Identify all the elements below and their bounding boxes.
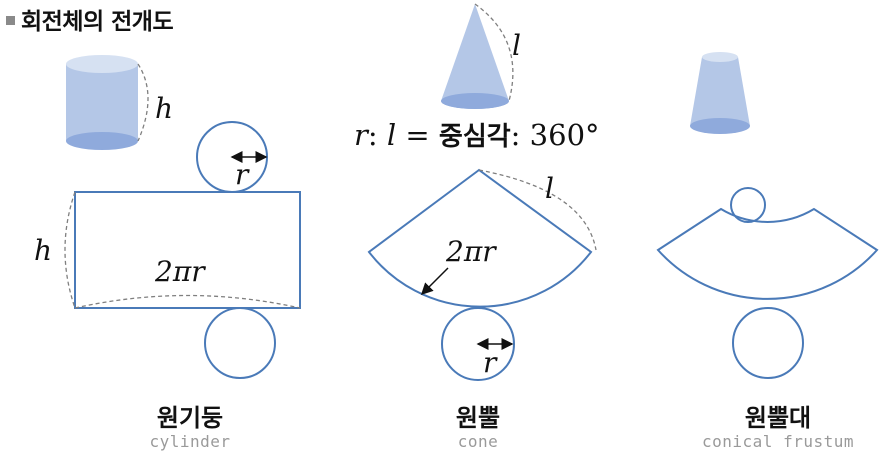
- cone-net-slant-label: l: [545, 172, 554, 205]
- cone-name-ko: 원뿔: [455, 404, 501, 432]
- cone-net: [367, 168, 597, 381]
- frustum-name-en: conical frustum: [702, 432, 854, 451]
- frustum-body: [690, 57, 750, 126]
- cone-net-sector: [367, 168, 593, 308]
- cylinder-solid: [66, 55, 149, 150]
- cylinder-name-en: cylinder: [149, 432, 231, 451]
- cylinder-height-dashed: [137, 63, 149, 142]
- formula-colon1: :: [367, 118, 387, 152]
- frustum-bottom: [690, 118, 750, 134]
- frustum-solid: [690, 52, 750, 134]
- bullet-square-icon: [6, 16, 15, 25]
- cylinder-net-rectangle: [74, 191, 301, 309]
- frustum-top: [702, 52, 738, 62]
- frustum-net-annular-sector: [656, 207, 879, 300]
- formula-degrees: 360°: [529, 118, 600, 152]
- cone-solid: [441, 3, 514, 109]
- frustum-net: [656, 187, 879, 379]
- cylinder-radius-label: r: [235, 158, 250, 191]
- formula-equals: =: [396, 118, 439, 152]
- cylinder-top: [66, 55, 138, 73]
- cylinder-net-height-label: h: [34, 234, 52, 267]
- cone-net-base-circle: [441, 307, 515, 381]
- cylinder-net: [64, 121, 301, 379]
- cone-body: [441, 4, 509, 109]
- formula-l: l: [386, 118, 397, 152]
- cylinder-bottom: [66, 132, 138, 150]
- cylinder-circumference-label: 2πr: [154, 255, 206, 288]
- frustum-net-top-circle: [730, 187, 766, 223]
- cone-radius-label: r: [483, 346, 498, 379]
- sector-angle-formula: r: l = 중심각: 360°: [354, 116, 600, 153]
- formula-center-angle: 중심각: [438, 122, 511, 152]
- cone-slant-label: l: [512, 29, 521, 62]
- cylinder-net-bottom-circle: [204, 307, 276, 379]
- cone-name-en: cone: [457, 432, 499, 451]
- cylinder-body: [66, 64, 138, 141]
- frustum-net-bottom-circle: [732, 307, 804, 379]
- cone-arc-pointer-arrow: [420, 267, 449, 296]
- page-title: 회전체의 전개도: [6, 2, 174, 36]
- formula-colon2: :: [510, 118, 530, 152]
- formula-r: r: [354, 118, 368, 152]
- cone-net-slant-dashed: [478, 169, 597, 251]
- cylinder-net-height-dashed: [64, 191, 76, 309]
- frustum-name-ko: 원뿔대: [744, 404, 812, 432]
- cone-base: [441, 93, 509, 109]
- cylinder-net-circumference-dashed: [74, 294, 301, 309]
- cone-arc-label: 2πr: [445, 235, 497, 268]
- cylinder-height-label: h: [155, 92, 173, 125]
- cylinder-name-ko: 원기둥: [156, 404, 224, 432]
- page-title-text: 회전체의 전개도: [21, 9, 174, 35]
